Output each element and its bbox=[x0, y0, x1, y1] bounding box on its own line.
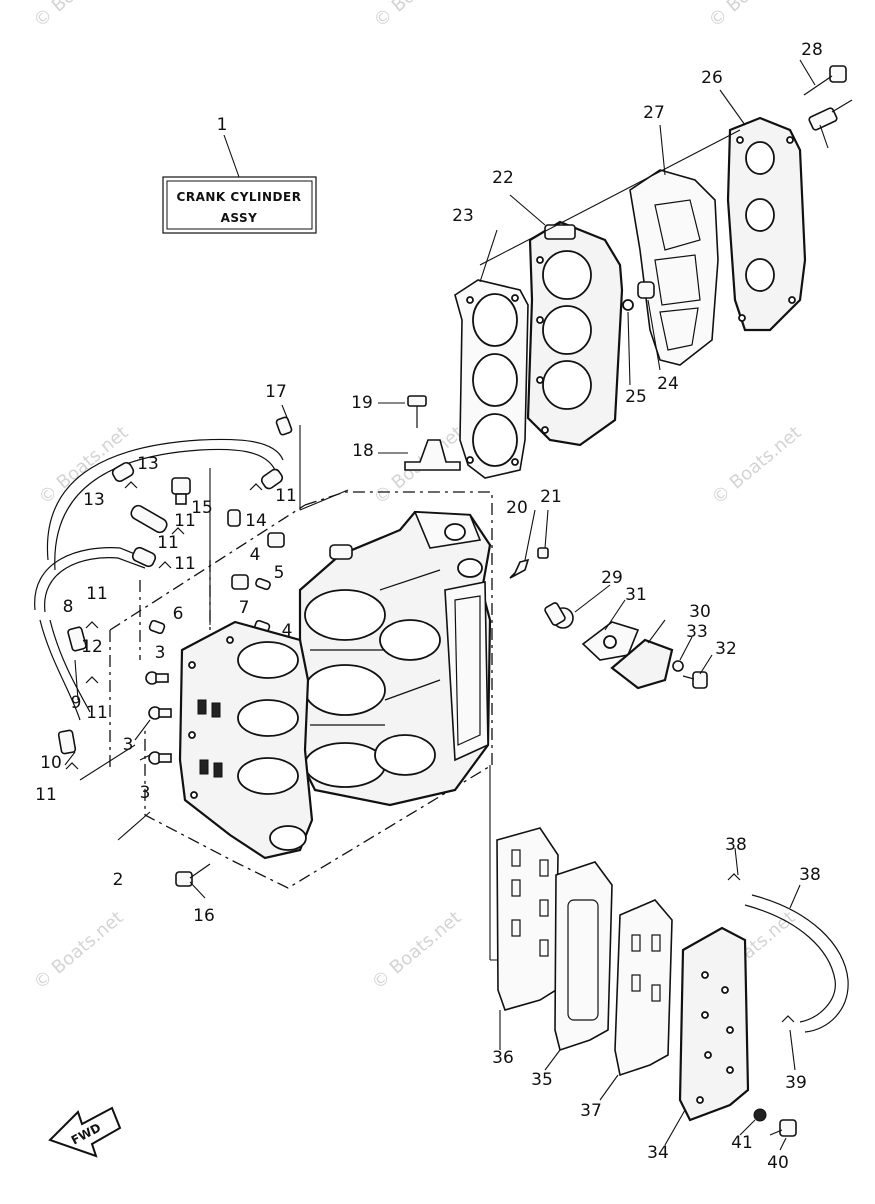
part-callout-8: 8 bbox=[63, 597, 74, 617]
part-callout-29: 29 bbox=[601, 568, 623, 588]
part-callout-9: 9 bbox=[71, 693, 82, 713]
part-callout-13: 13 bbox=[83, 490, 105, 510]
assy-box-line1: CRANK CYLINDER bbox=[177, 190, 302, 204]
watermark: © Boats.net bbox=[30, 0, 128, 32]
part-callout-40: 40 bbox=[767, 1153, 789, 1173]
part-callout-10: 10 bbox=[40, 753, 62, 773]
exhaust-gaskets bbox=[496, 827, 750, 1122]
part-callout-7: 7 bbox=[239, 598, 250, 618]
water-hoses bbox=[34, 416, 293, 770]
fittings bbox=[145, 477, 285, 887]
part-callout-3: 3 bbox=[140, 783, 151, 803]
part-callout-31: 31 bbox=[625, 585, 647, 605]
assy-box-line2: ASSY bbox=[221, 211, 258, 225]
part-callout-11: 11 bbox=[35, 785, 57, 805]
part-callout-6: 6 bbox=[173, 604, 184, 624]
watermark-layer: © Boats.net © Boats.net © Boats.net © Bo… bbox=[30, 0, 806, 994]
part-callout-3: 3 bbox=[155, 643, 166, 663]
cylinder-block bbox=[298, 510, 492, 807]
part-callout-5: 5 bbox=[274, 563, 285, 583]
part-callout-23: 23 bbox=[452, 206, 474, 226]
part-callout-24: 24 bbox=[657, 374, 679, 394]
part-callout-11: 11 bbox=[275, 486, 297, 506]
assembly-outline bbox=[109, 425, 512, 961]
leader-lines bbox=[64, 59, 829, 1151]
cylinder-head bbox=[526, 220, 624, 447]
part-callout-27: 27 bbox=[643, 103, 665, 123]
part-callout-37: 37 bbox=[580, 1101, 602, 1121]
part-callout-15: 15 bbox=[191, 498, 213, 518]
watermark: © Boats.net bbox=[370, 0, 468, 32]
part-callout-1: 1 bbox=[217, 115, 228, 135]
part-callout-11: 11 bbox=[86, 584, 108, 604]
part-callout-4: 4 bbox=[250, 545, 261, 565]
head-small-parts bbox=[622, 65, 853, 311]
crankcase-half bbox=[178, 620, 314, 860]
part-callout-30: 30 bbox=[689, 602, 711, 622]
part-callout-11: 11 bbox=[86, 703, 108, 723]
part-callout-11: 11 bbox=[157, 533, 179, 553]
watermark: © Boats.net bbox=[705, 0, 803, 32]
part-callout-12: 12 bbox=[81, 637, 103, 657]
head-cover bbox=[479, 116, 807, 332]
part-callout-33: 33 bbox=[686, 622, 708, 642]
part-callout-17: 17 bbox=[265, 382, 287, 402]
part-callout-39: 39 bbox=[785, 1073, 807, 1093]
side-cover-parts bbox=[509, 547, 708, 690]
part-callout-35: 35 bbox=[531, 1070, 553, 1090]
part-callout-41: 41 bbox=[731, 1133, 753, 1153]
part-callout-11: 11 bbox=[174, 554, 196, 574]
head-cover-gasket bbox=[629, 169, 719, 366]
part-callout-16: 16 bbox=[193, 906, 215, 926]
head-gasket bbox=[454, 279, 529, 479]
part-callout-34: 34 bbox=[647, 1143, 669, 1163]
part-callout-13: 13 bbox=[137, 454, 159, 474]
part-callout-14: 14 bbox=[245, 511, 267, 531]
part-callout-36: 36 bbox=[492, 1048, 514, 1068]
part-callout-2: 2 bbox=[113, 870, 124, 890]
part-callout-32: 32 bbox=[715, 639, 737, 659]
part-callout-21: 21 bbox=[540, 487, 562, 507]
part-callout-28: 28 bbox=[801, 40, 823, 60]
watermark: © Boats.net bbox=[368, 907, 466, 994]
part-callout-38: 38 bbox=[799, 865, 821, 885]
part-callout-4: 4 bbox=[282, 621, 293, 641]
fwd-arrow: FWD bbox=[48, 1106, 122, 1158]
watermark: © Boats.net bbox=[30, 907, 128, 994]
part-callout-3: 3 bbox=[123, 735, 134, 755]
part-callout-18: 18 bbox=[352, 441, 374, 461]
part-callout-22: 22 bbox=[492, 168, 514, 188]
crank-cylinder-assy-box: CRANK CYLINDER ASSY bbox=[162, 134, 317, 234]
part-callout-38: 38 bbox=[725, 835, 747, 855]
part-callout-25: 25 bbox=[625, 387, 647, 407]
bracket-and-bolt bbox=[404, 395, 461, 471]
part-callout-26: 26 bbox=[701, 68, 723, 88]
rear-hose-parts bbox=[727, 873, 849, 1137]
part-callout-11: 11 bbox=[174, 511, 196, 531]
watermark: © Boats.net bbox=[708, 422, 806, 509]
part-callout-19: 19 bbox=[351, 393, 373, 413]
part-callout-20: 20 bbox=[506, 498, 528, 518]
